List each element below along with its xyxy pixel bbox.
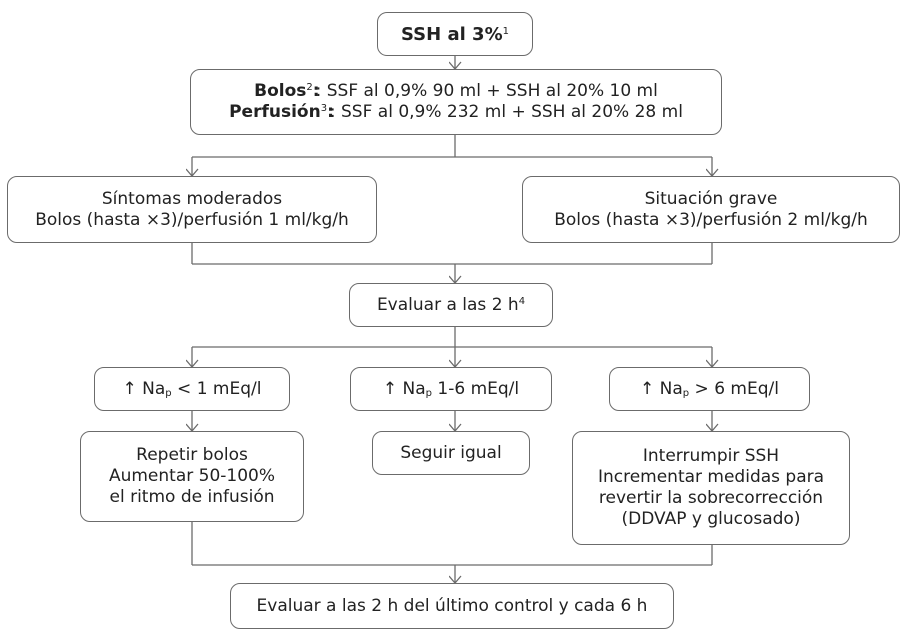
stop-line-2: Incrementar medidas para bbox=[597, 467, 825, 487]
keep-same-label: Seguir igual bbox=[400, 442, 502, 463]
moderate-dose: Bolos (hasta ×3)/perfusión 1 ml/kg/h bbox=[35, 209, 349, 230]
dosing-node: Bolos2:: SSF al 0,9% 90 ml + SSH al 20% … bbox=[190, 69, 722, 135]
na-label: Na bbox=[654, 378, 683, 399]
moderate-symptoms-node: Síntomas moderados Bolos (hasta ×3)/perf… bbox=[7, 176, 377, 243]
bolos-label: Bolos bbox=[254, 81, 307, 101]
stop-line-1: Interrumpir SSH bbox=[642, 446, 780, 466]
na-mid-node: ↑ Nap 1-6 mEq/l bbox=[350, 367, 552, 411]
start-node: SSH al 3%1 bbox=[377, 12, 533, 56]
na-label: Na bbox=[397, 378, 426, 399]
keep-same-node: Seguir igual bbox=[372, 431, 530, 475]
stop-line-4: (DDVAP y glucosado) bbox=[621, 509, 801, 529]
bolos-text: : SSF al 0,9% 90 ml + SSH al 20% 10 ml bbox=[315, 81, 658, 101]
bolos-footnote: 2 bbox=[306, 82, 313, 93]
na-subscript: p bbox=[165, 387, 172, 399]
na-low-node: ↑ Nap < 1 mEq/l bbox=[94, 367, 290, 411]
evaluate-footnote: 4 bbox=[518, 295, 526, 307]
moderate-title: Síntomas moderados bbox=[101, 188, 283, 209]
final-evaluate-node: Evaluar a las 2 h del último control y c… bbox=[230, 583, 674, 629]
severe-dose: Bolos (hasta ×3)/perfusión 2 ml/kg/h bbox=[554, 209, 868, 230]
repeat-line-1: Repetir bolos bbox=[136, 445, 248, 465]
perfusion-label: Perfusión bbox=[229, 102, 321, 122]
final-evaluate-label: Evaluar a las 2 h del último control y c… bbox=[256, 595, 648, 616]
na-mid-range: 1-6 mEq/l bbox=[432, 378, 520, 399]
na-high-range: > 6 mEq/l bbox=[689, 378, 779, 399]
start-label: SSH al 3% bbox=[401, 23, 503, 45]
repeat-line-3: el ritmo de infusión bbox=[109, 487, 275, 507]
stop-ssh-node: Interrumpir SSH Incrementar medidas para… bbox=[572, 431, 850, 545]
na-subscript: p bbox=[425, 387, 433, 399]
evaluate-node: Evaluar a las 2 h4 bbox=[349, 283, 553, 327]
na-label: Na bbox=[136, 378, 166, 399]
up-arrow-icon: ↑ bbox=[382, 378, 398, 399]
severe-title: Situación grave bbox=[644, 188, 778, 209]
up-arrow-icon: ↑ bbox=[640, 378, 655, 399]
severe-situation-node: Situación grave Bolos (hasta ×3)/perfusi… bbox=[522, 176, 900, 243]
stop-line-3: revertir la sobrecorrección bbox=[598, 488, 824, 508]
na-low-range: < 1 mEq/l bbox=[171, 378, 262, 399]
na-subscript: p bbox=[682, 387, 690, 399]
start-footnote: 1 bbox=[502, 25, 509, 37]
repeat-line-2: Aumentar 50-100% bbox=[108, 466, 276, 486]
na-high-node: ↑ Nap > 6 mEq/l bbox=[609, 367, 810, 411]
up-arrow-icon: ↑ bbox=[122, 378, 137, 399]
repeat-bolus-node: Repetir bolos Aumentar 50-100% el ritmo … bbox=[80, 431, 304, 522]
perfusion-footnote: 3 bbox=[320, 103, 328, 114]
evaluate-label: Evaluar a las 2 h bbox=[376, 294, 519, 315]
perfusion-text: : SSF al 0,9% 232 ml + SSH al 20% 28 ml bbox=[329, 102, 683, 122]
